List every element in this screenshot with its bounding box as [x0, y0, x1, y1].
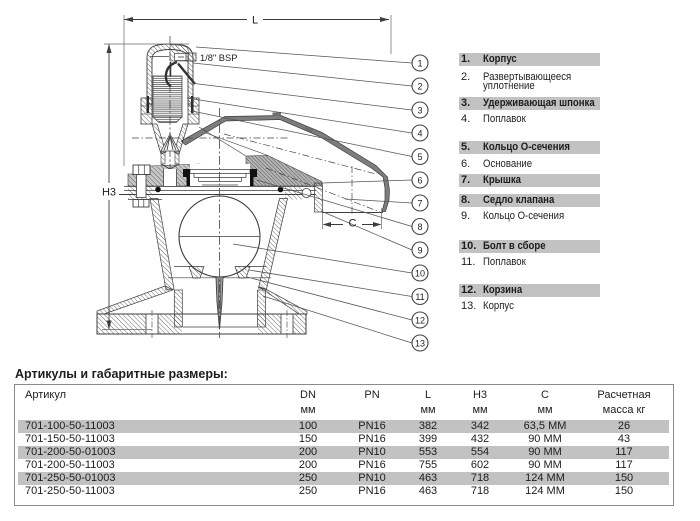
svg-text:9: 9 — [417, 245, 422, 255]
svg-text:7: 7 — [417, 198, 422, 208]
svg-text:H3: H3 — [102, 187, 116, 199]
svg-text:4: 4 — [417, 128, 422, 138]
svg-text:L: L — [252, 15, 258, 27]
svg-text:6: 6 — [417, 175, 422, 185]
svg-text:1: 1 — [417, 58, 422, 68]
svg-text:11: 11 — [415, 292, 424, 302]
svg-text:12: 12 — [415, 315, 425, 325]
svg-text:3: 3 — [417, 105, 422, 115]
svg-text:8: 8 — [417, 222, 422, 232]
svg-text:1/8" BSP: 1/8" BSP — [200, 53, 237, 63]
svg-text:2: 2 — [417, 81, 422, 91]
svg-text:13: 13 — [415, 338, 425, 348]
svg-text:C: C — [349, 218, 357, 230]
svg-text:5: 5 — [417, 152, 422, 162]
svg-text:10: 10 — [415, 268, 425, 278]
